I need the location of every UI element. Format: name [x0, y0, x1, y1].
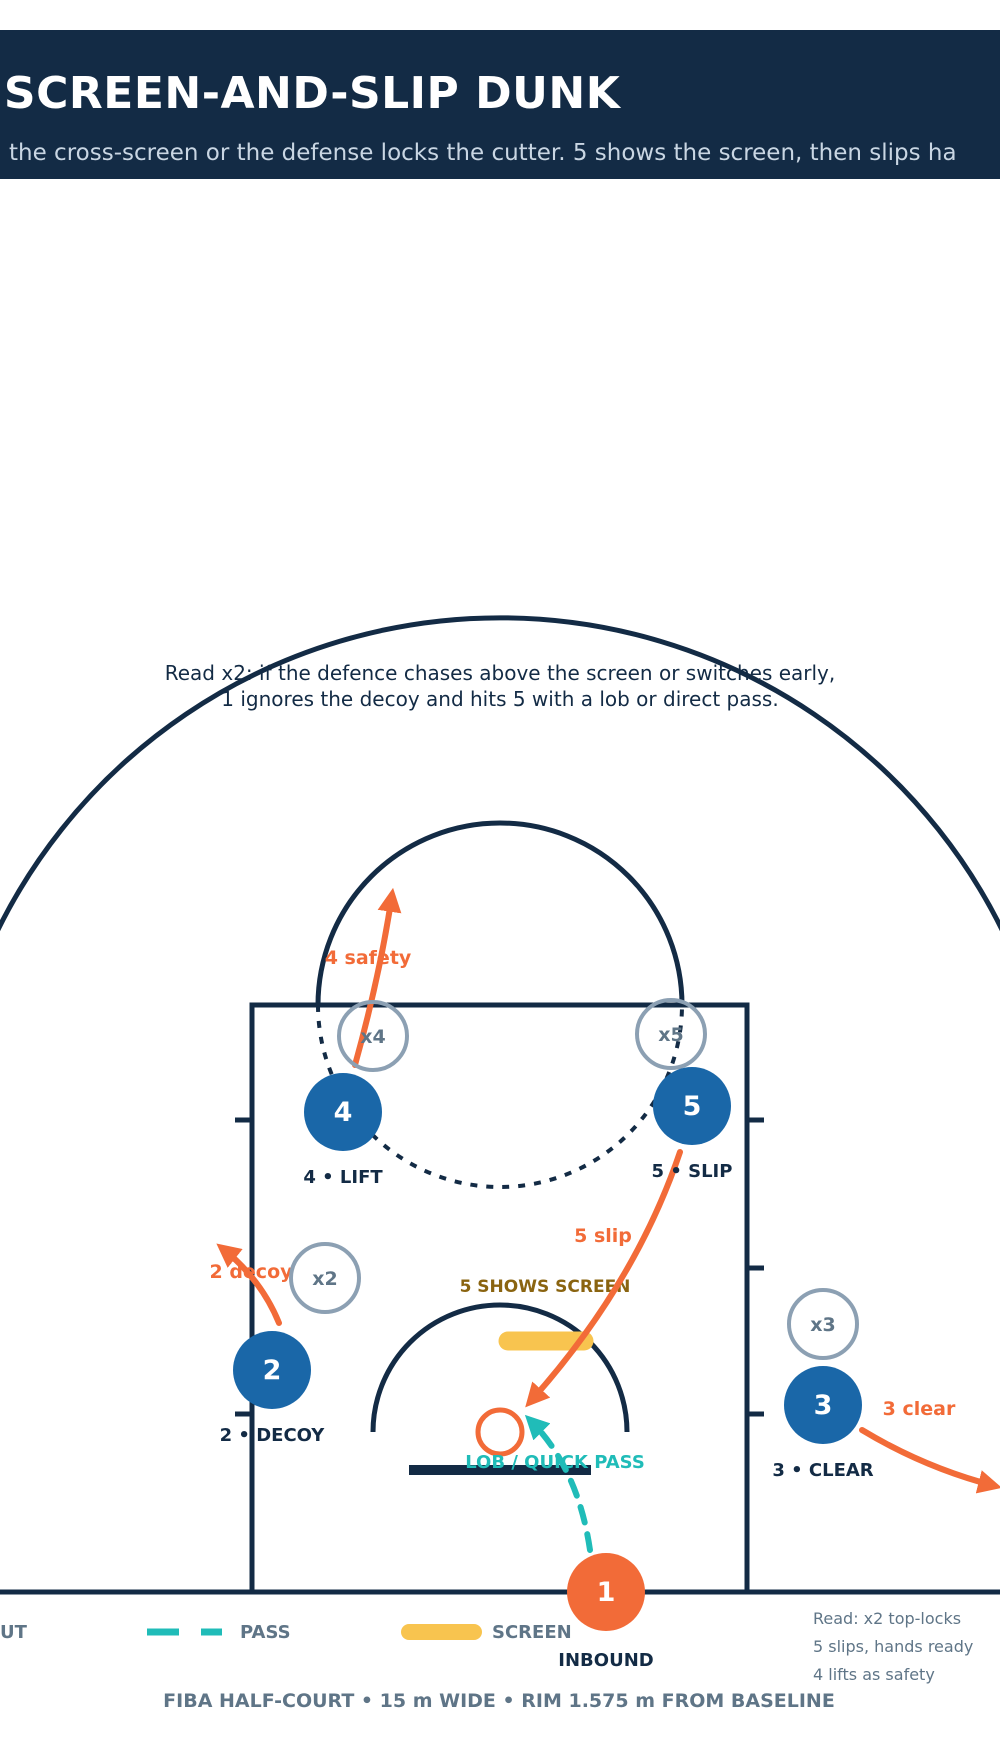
label-2-decoy: 2 decoy — [209, 1261, 293, 1283]
player-4-label: 4 • LIFT — [303, 1167, 383, 1188]
player-4-number: 4 — [334, 1097, 353, 1128]
defender-x3: x3 — [787, 1288, 859, 1360]
path-pass — [524, 1414, 593, 1553]
player-1: 1 INBOUND — [558, 1553, 654, 1671]
free-throw-circle-top — [315, 820, 685, 1006]
defender-x5-label: x5 — [658, 1024, 683, 1046]
player-2: 2 2 • DECOY — [220, 1331, 326, 1446]
legend-screen-label: SCREEN — [492, 1622, 572, 1643]
rim — [475, 1407, 525, 1457]
footer-note: FIBA HALF-COURT • 15 m WIDE • RIM 1.575 … — [163, 1690, 835, 1712]
legend-read-line-1: Read: x2 top-locks — [813, 1609, 961, 1628]
defender-x5: x5 — [635, 998, 707, 1070]
player-4: 4 4 • LIFT — [303, 1073, 383, 1188]
header-banner: : SCREEN-AND-SLIP DUNK the cross-screen … — [0, 30, 1000, 179]
player-1-label: INBOUND — [558, 1650, 653, 1671]
player-5-number: 5 — [683, 1091, 702, 1122]
path-4-safety — [352, 887, 402, 1068]
player-3: 3 3 • CLEAR — [772, 1366, 874, 1481]
label-3-clear: 3 clear — [883, 1398, 956, 1420]
legend-pass-label: PASS — [240, 1622, 291, 1643]
screen-label: 5 SHOWS SCREEN — [460, 1277, 631, 1297]
play-title: : SCREEN-AND-SLIP DUNK — [0, 68, 621, 119]
label-pass: LOB / QUICK PASS — [465, 1452, 645, 1473]
defender-x4: x4 — [337, 1000, 409, 1072]
restricted-area-arc — [370, 1302, 630, 1433]
legend-read-line-2: 5 slips, hands ready — [813, 1637, 973, 1656]
player-2-label: 2 • DECOY — [220, 1425, 326, 1446]
player-3-number: 3 — [814, 1390, 833, 1421]
player-3-label: 3 • CLEAR — [772, 1460, 873, 1481]
three-point-arc — [0, 615, 1000, 932]
label-5-slip: 5 slip — [574, 1225, 632, 1247]
path-5-slip — [525, 1149, 683, 1408]
legend-read-line-3: 4 lifts as safety — [813, 1665, 935, 1684]
play-subtitle: the cross-screen or the defense locks th… — [9, 140, 957, 166]
defender-x2-label: x2 — [312, 1268, 337, 1290]
path-3-clear — [859, 1427, 1000, 1494]
path-2-decoy — [216, 1243, 282, 1326]
player-5-label: 5 • SLIP — [652, 1161, 733, 1182]
defender-x3-label: x3 — [810, 1314, 835, 1336]
player-2-number: 2 — [263, 1355, 282, 1386]
legend-cut-label: UT — [0, 1622, 28, 1643]
defender-x4-label: x4 — [360, 1026, 385, 1048]
read-note-line-2: 1 ignores the decoy and hits 5 with a lo… — [221, 687, 779, 711]
player-1-number: 1 — [597, 1577, 616, 1608]
player-5: 5 5 • SLIP — [652, 1067, 733, 1182]
label-4-safety: 4 safety — [325, 947, 412, 969]
defender-x2: x2 — [289, 1242, 361, 1314]
